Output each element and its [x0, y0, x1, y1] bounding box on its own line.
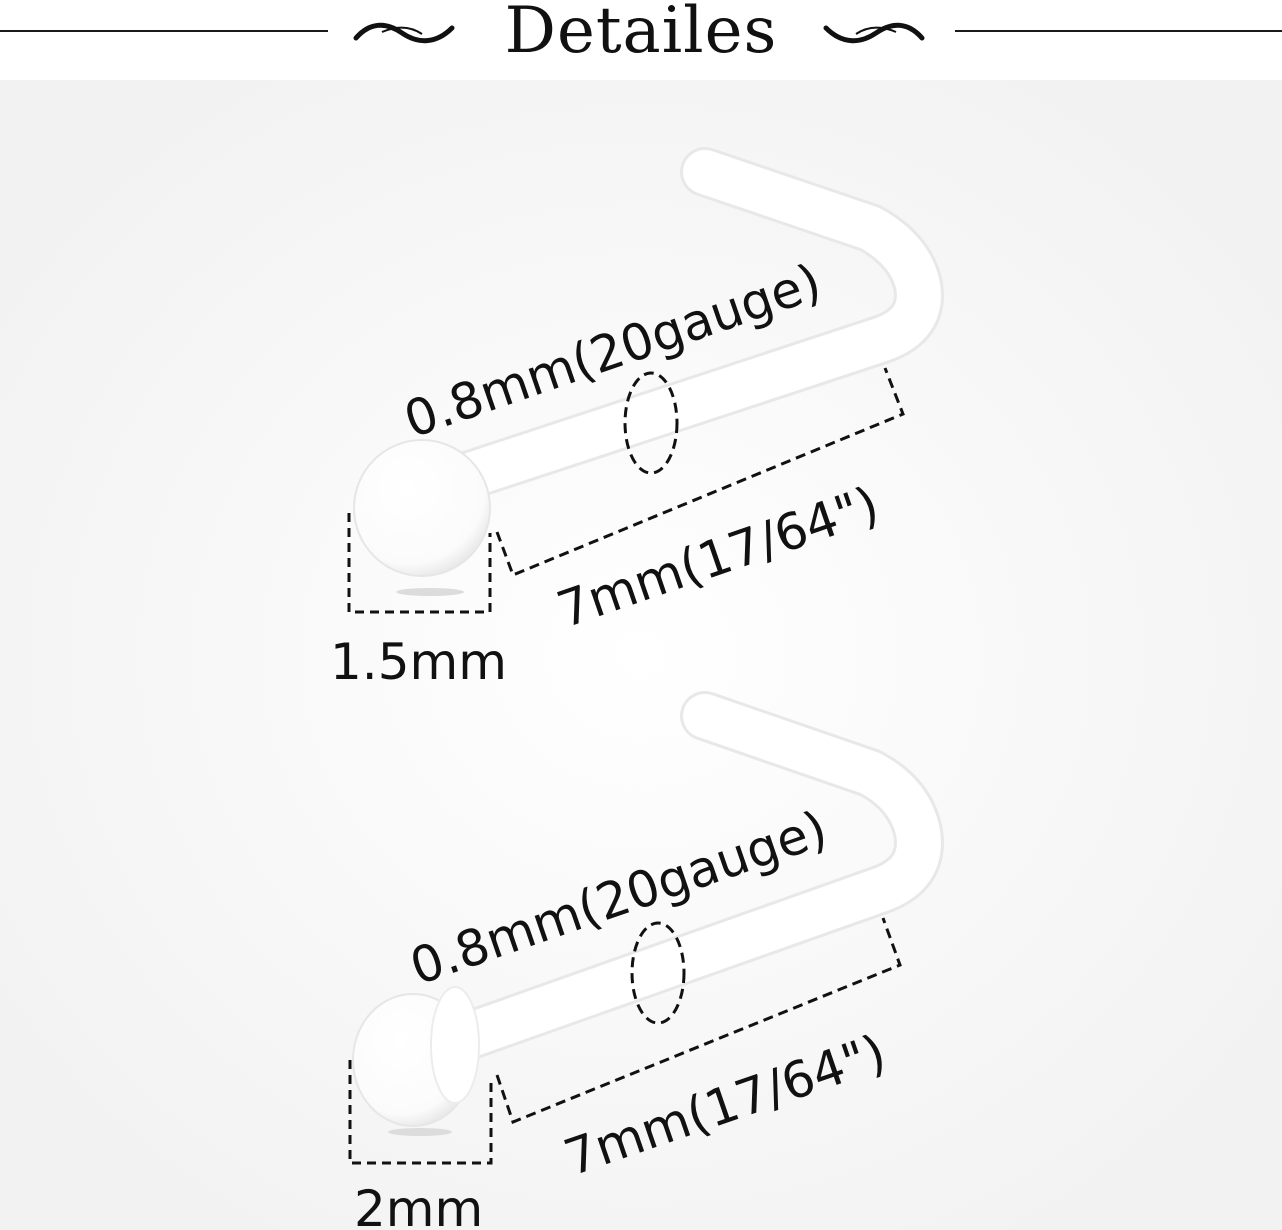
- header-rule-right: [955, 30, 1282, 32]
- length-bracket: [495, 917, 902, 1124]
- gauge-marker: [623, 371, 679, 475]
- swash-ornament-icon: [823, 22, 925, 44]
- head-size-label: 2mm: [354, 1180, 483, 1230]
- length-bracket: [495, 367, 905, 577]
- nose-stud-illustration: [352, 691, 944, 1136]
- gauge-marker: [630, 921, 686, 1025]
- head-size-bracket: [348, 1060, 493, 1165]
- head-size-label: 1.5mm: [330, 633, 507, 691]
- swash-ornament-icon: [353, 22, 455, 44]
- product-diagram: 0.8mm(20gauge) 7mm(17/64") 1.5mm 0.8mm(2…: [0, 80, 1282, 1230]
- nose-stud-illustration: [353, 147, 944, 596]
- nose-stud-item-2: 0.8mm(20gauge) 7mm(17/64") 2mm: [348, 691, 944, 1230]
- header-banner: Detailes: [0, 0, 1282, 80]
- ball-size-bracket: [347, 513, 492, 614]
- page-title: Detailes: [504, 0, 778, 68]
- header-rule-left: [0, 30, 328, 32]
